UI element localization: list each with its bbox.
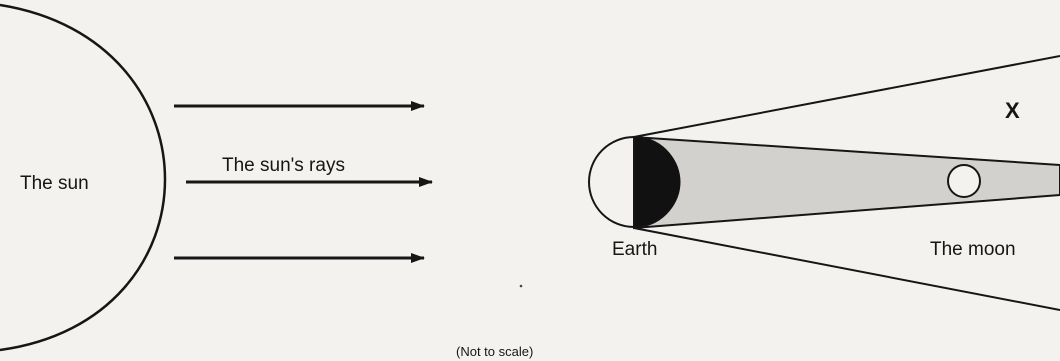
sun-rays-label: The sun's rays	[222, 155, 345, 176]
earth-dark-side	[634, 137, 681, 227]
speck	[519, 284, 523, 288]
moon-label: The moon	[930, 239, 1016, 260]
moon-circle	[947, 164, 981, 198]
scale-note: (Not to scale)	[456, 344, 534, 359]
region-x-label: X	[1005, 98, 1020, 123]
outer-shadow-boundary-top	[633, 55, 1060, 138]
earth-label: Earth	[612, 239, 658, 260]
earth-shadow-band	[633, 135, 1060, 230]
sun-arc	[0, 3, 167, 352]
outer-shadow-boundary-bottom	[633, 227, 1060, 311]
sun-label: The sun	[20, 173, 89, 194]
